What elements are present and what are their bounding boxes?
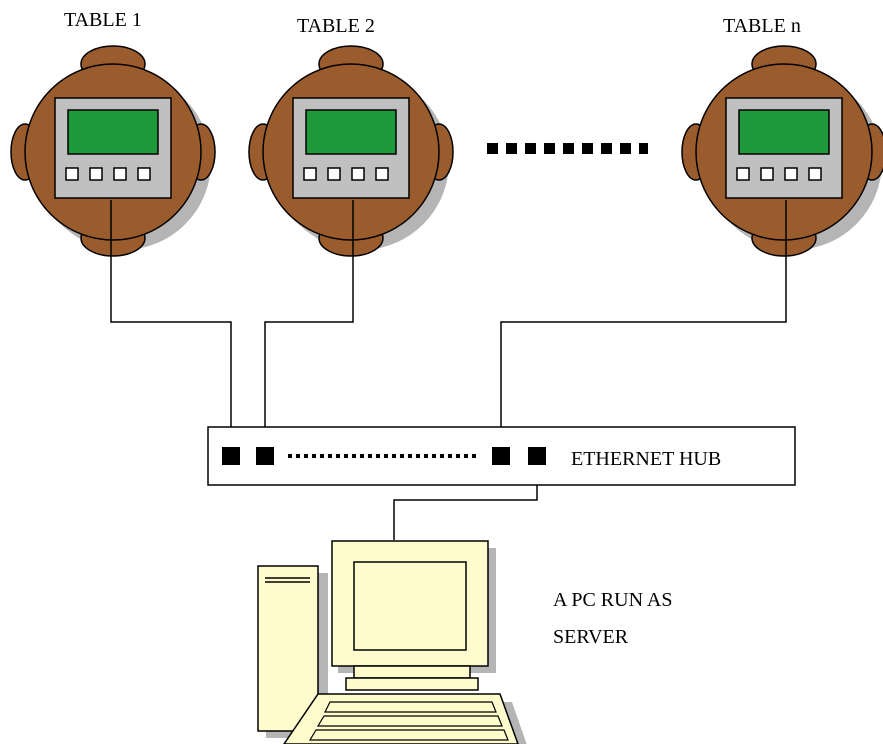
desktop-pc-icon bbox=[331, 540, 496, 691]
more-devices-ellipsis bbox=[487, 143, 648, 154]
table-1-device-icon bbox=[10, 45, 216, 257]
ethernet-port-icon bbox=[222, 447, 240, 465]
ethernet-port-icon bbox=[528, 447, 546, 465]
cable-table-n bbox=[500, 200, 787, 450]
ethernet-port-icon bbox=[256, 447, 274, 465]
network-cables bbox=[110, 200, 787, 540]
hub-ports bbox=[222, 447, 546, 465]
server-label-line-2: SERVER bbox=[553, 626, 629, 648]
table-2-device-icon bbox=[248, 45, 454, 257]
keyboard-icon bbox=[283, 693, 527, 744]
cable-table-1 bbox=[110, 200, 232, 450]
ethernet-port-icon bbox=[492, 447, 510, 465]
table-n-device-icon bbox=[681, 45, 883, 257]
cable-table-2 bbox=[264, 200, 354, 450]
table-2-label: TABLE 2 bbox=[297, 15, 375, 37]
hub-label: ETHERNET HUB bbox=[571, 448, 721, 470]
server-label-line-1: A PC RUN AS bbox=[553, 589, 673, 611]
table-1-label: TABLE 1 bbox=[64, 9, 142, 31]
table-n-label: TABLE n bbox=[723, 15, 801, 37]
tower-case-icon bbox=[257, 565, 328, 738]
